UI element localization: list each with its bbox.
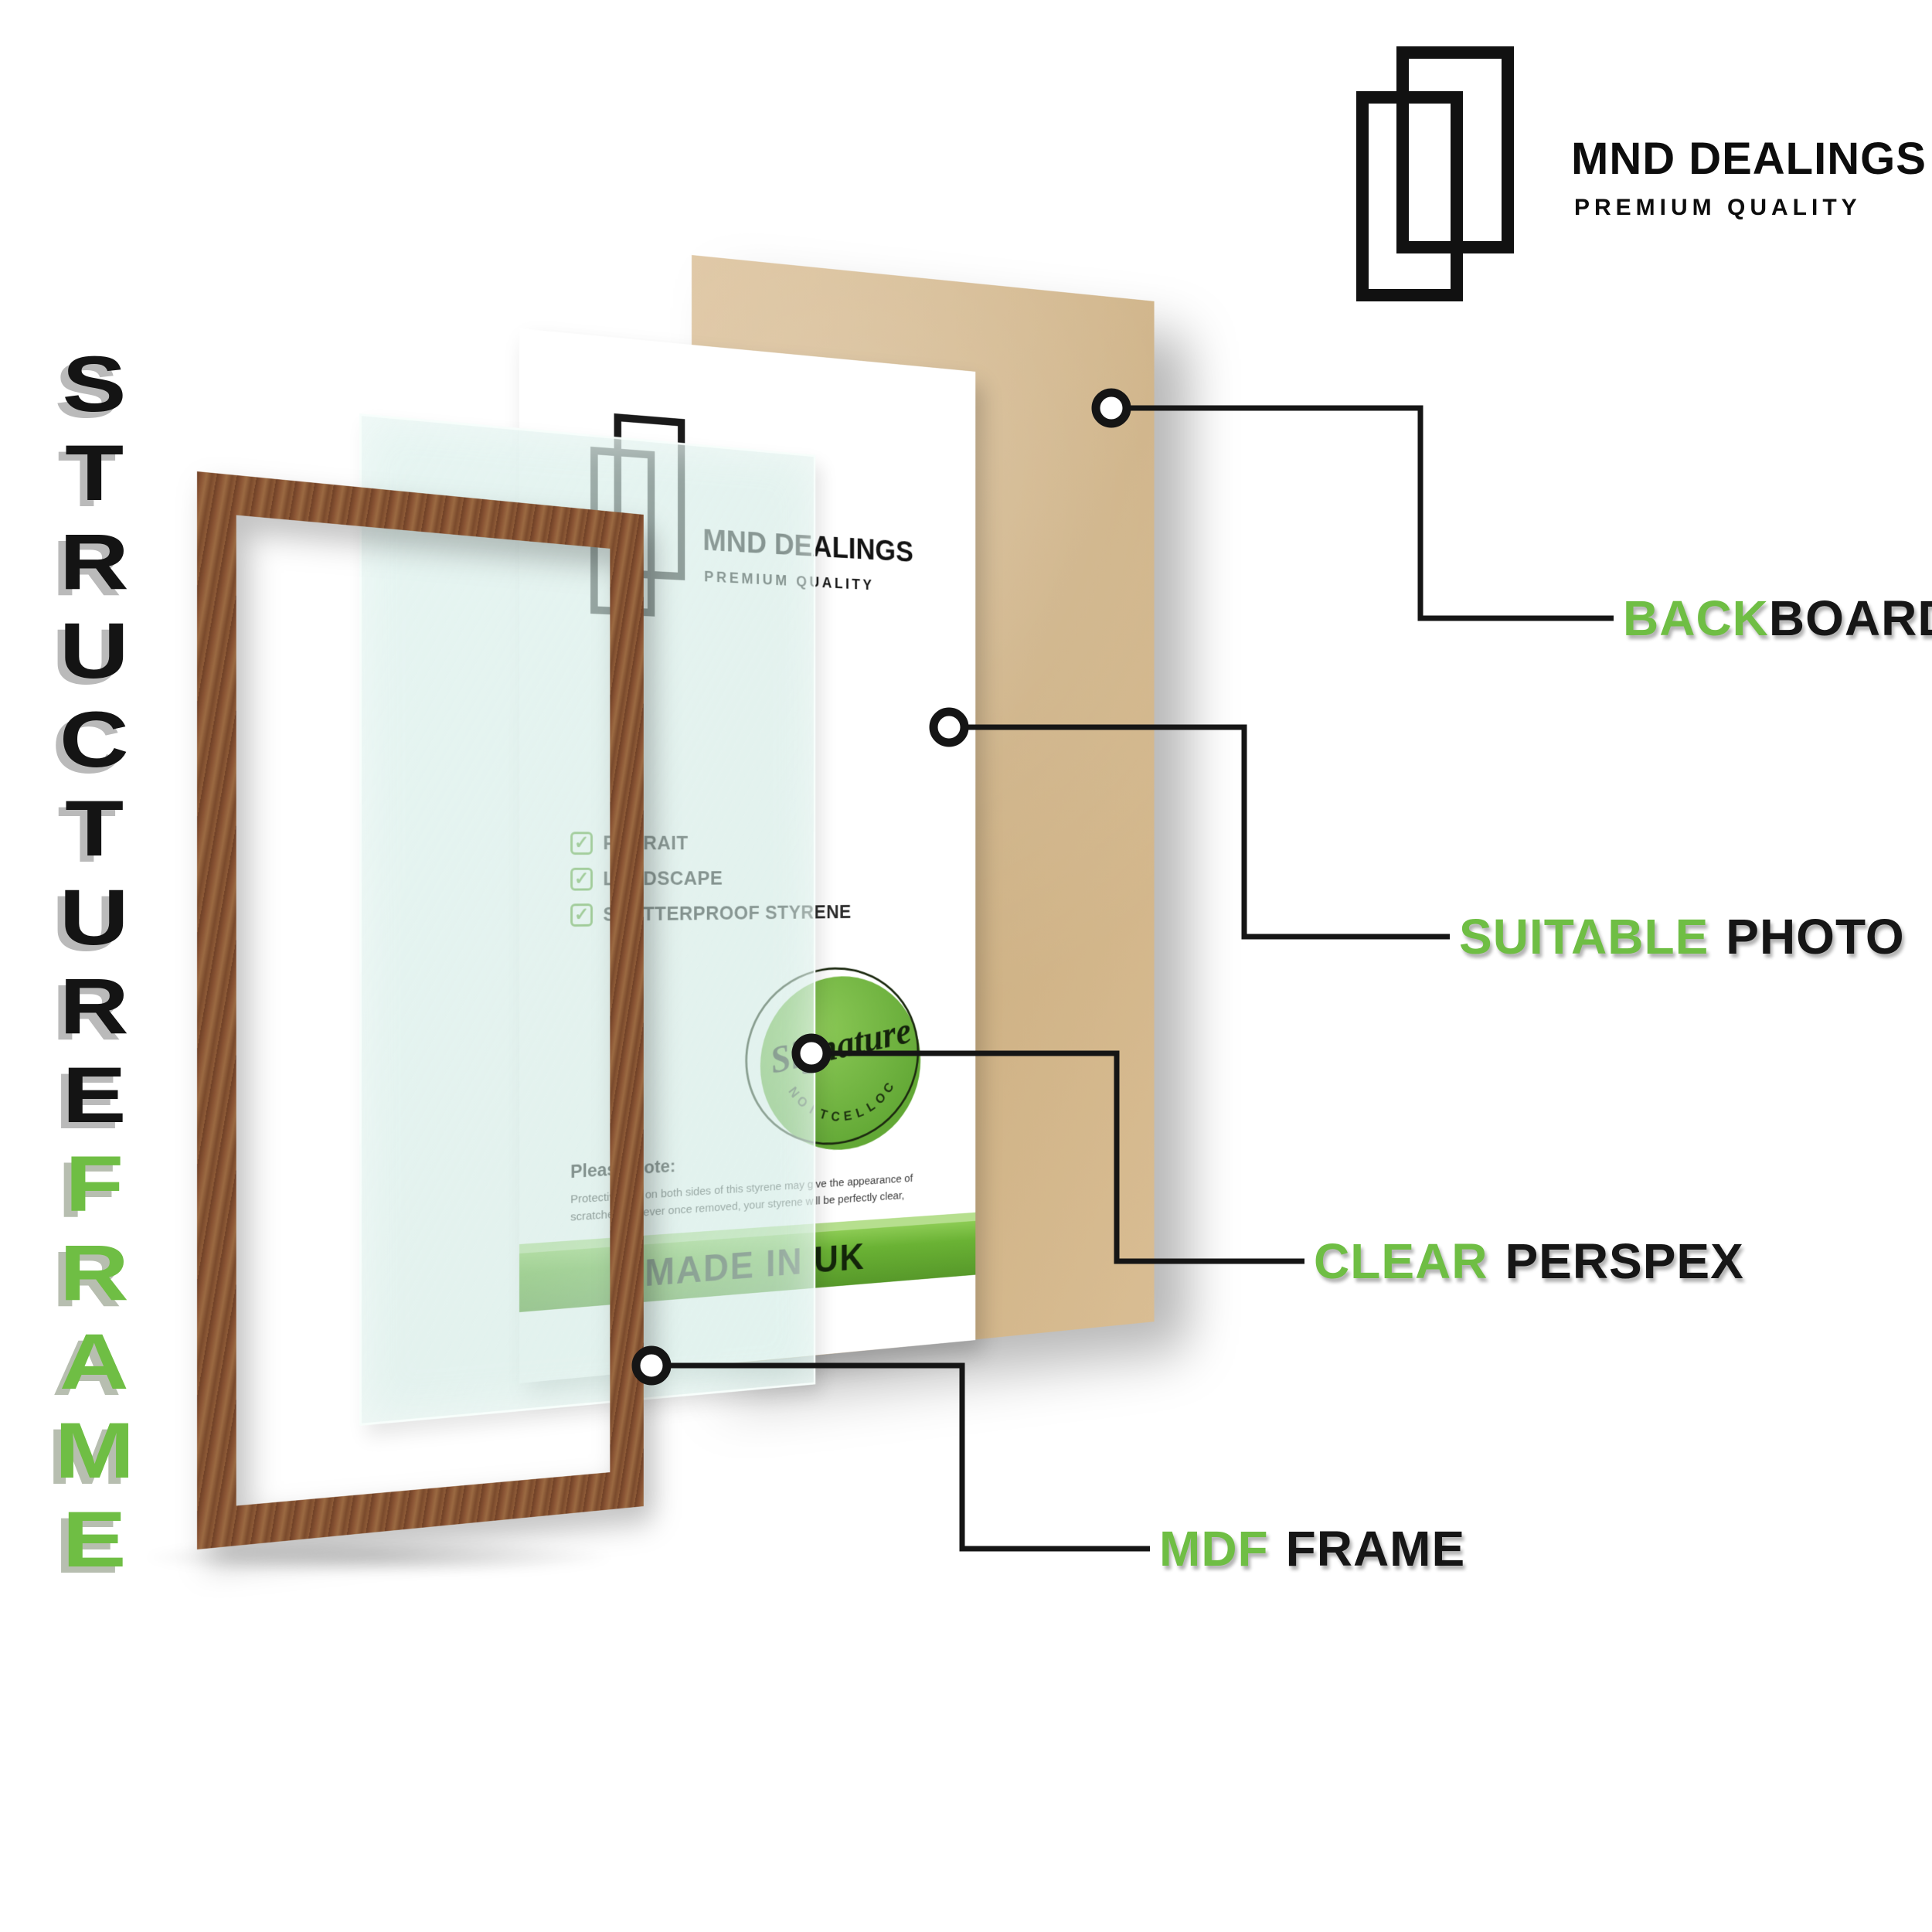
vertical-letter: T <box>64 429 124 517</box>
vertical-letter: R <box>60 1229 129 1317</box>
label-black-part: BOARD <box>1768 590 1932 646</box>
badge-arc-letter: L <box>854 1104 866 1121</box>
vertical-letter: E <box>62 1495 127 1583</box>
brand-tagline: PREMIUM QUALITY <box>1574 195 1862 220</box>
connector-mdf <box>668 1362 1150 1552</box>
vertical-letter: R <box>60 518 129 606</box>
label-green-part: CLEAR <box>1314 1233 1488 1289</box>
label-black-part: FRAME <box>1285 1521 1466 1577</box>
badge-arc-letter: E <box>842 1107 853 1124</box>
label-suitable-photo: SUITABLE PHOTO <box>1459 907 1905 966</box>
vertical-letter: E <box>62 1051 127 1139</box>
vertical-letter: C <box>60 696 129 784</box>
label-green-part: BACK <box>1623 590 1769 646</box>
label-green-part: MDF <box>1159 1521 1269 1577</box>
label-black-part: PERSPEX <box>1505 1233 1744 1289</box>
connector-backboard <box>1128 405 1614 621</box>
wooden-frame <box>197 471 644 1549</box>
badge-arc-letter: O <box>872 1089 889 1107</box>
label-clear-perspex: CLEAR PERSPEX <box>1314 1232 1744 1291</box>
logo-frame-outline-front <box>1356 91 1463 301</box>
brand-name: MND DEALINGS <box>1571 134 1927 184</box>
vertical-letter: M <box>54 1406 134 1495</box>
vertical-letter: U <box>60 607 129 695</box>
vertical-letter: U <box>60 873 129 961</box>
label-green-part: SUITABLE <box>1459 909 1709 964</box>
badge-arc-letter: C <box>880 1080 896 1096</box>
vertical-letter: F <box>64 1140 124 1228</box>
brand-logo-icon <box>1356 46 1519 301</box>
vertical-letter: S <box>62 340 127 428</box>
label-backboard: BACKBOARD <box>1623 589 1932 648</box>
label-black-part: PHOTO <box>1726 909 1905 964</box>
vertical-letter: T <box>64 784 124 872</box>
brand-header: MND DEALINGS PREMIUM QUALITY <box>1356 46 1926 309</box>
label-mdf-frame: MDF FRAME <box>1159 1519 1465 1578</box>
vertical-letter: R <box>60 962 129 1050</box>
badge-arc-letter: L <box>864 1098 878 1115</box>
badge-arc-letter: T <box>818 1106 829 1123</box>
badge-arc-letter: C <box>830 1108 841 1124</box>
vertical-letter: A <box>60 1318 129 1406</box>
